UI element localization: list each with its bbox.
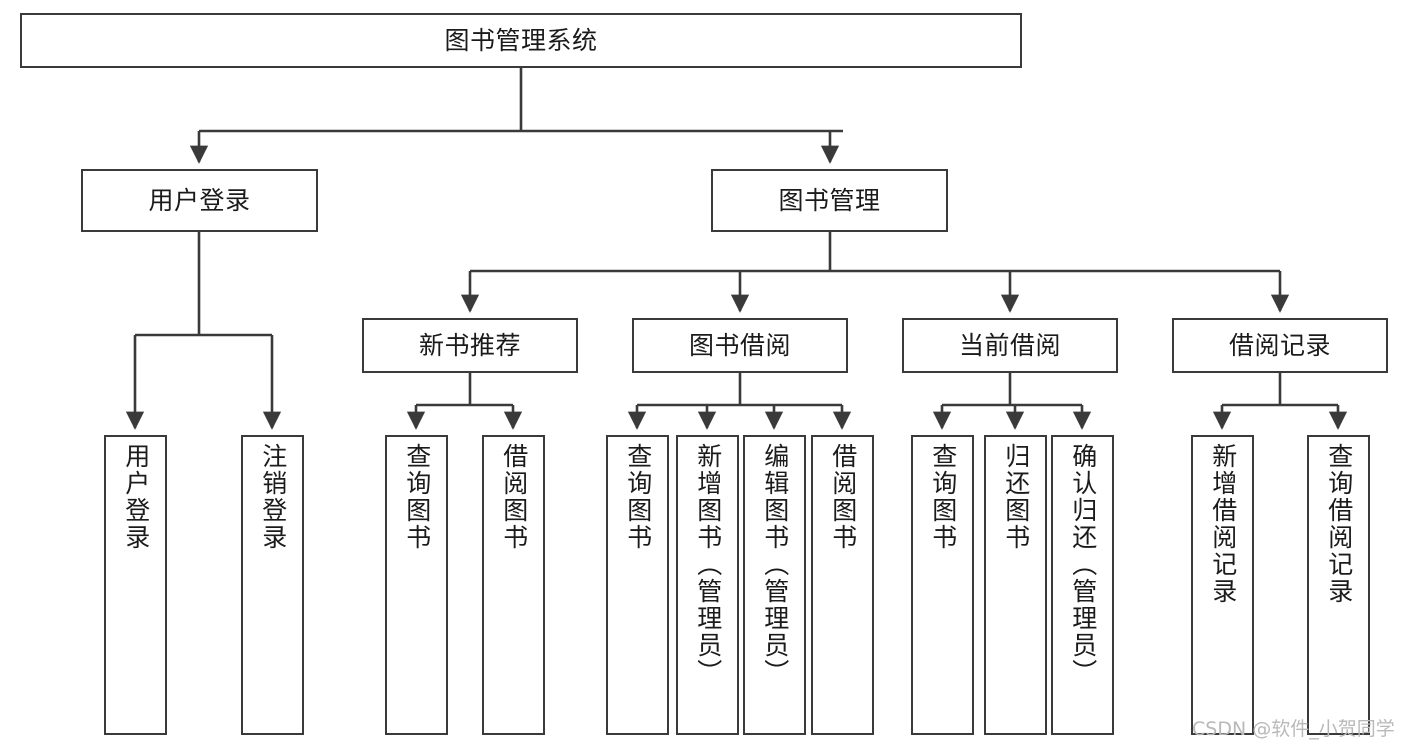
node-leaf-return-book[interactable]: 归还图书: [984, 435, 1047, 735]
node-leaf-borrow-book-1[interactable]: 借阅图书: [482, 435, 545, 735]
node-current-borrow-label: 当前借阅: [958, 331, 1061, 360]
node-leaf-query-book-1-label: 查询图书: [402, 443, 432, 551]
node-new-book-recommend[interactable]: 新书推荐: [362, 318, 578, 373]
node-leaf-return-book-label: 归还图书: [1001, 443, 1031, 551]
node-book-borrow-label: 图书借阅: [688, 331, 791, 360]
node-book-borrow[interactable]: 图书借阅: [632, 318, 848, 373]
node-leaf-query-borrow-record-label: 查询借阅记录: [1324, 443, 1354, 605]
node-leaf-edit-book-admin[interactable]: 编辑图书（管理员）: [743, 435, 806, 735]
node-leaf-query-book-2-label: 查询图书: [623, 443, 653, 551]
node-new-book-recommend-label: 新书推荐: [418, 331, 521, 360]
node-leaf-add-borrow-record[interactable]: 新增借阅记录: [1191, 435, 1254, 735]
node-leaf-borrow-book-1-label: 借阅图书: [499, 443, 529, 551]
node-leaf-borrow-book-2[interactable]: 借阅图书: [811, 435, 874, 735]
csdn-watermark: CSDN @软件_小贺同学: [1192, 718, 1395, 740]
node-root-label: 图书管理系统: [444, 26, 598, 55]
node-user-login-label: 用户登录: [148, 186, 251, 215]
node-leaf-borrow-book-2-label: 借阅图书: [828, 443, 858, 551]
node-leaf-edit-book-admin-label: 编辑图书（管理员）: [760, 443, 790, 686]
node-leaf-add-book-admin[interactable]: 新增图书（管理员）: [676, 435, 739, 735]
node-root[interactable]: 图书管理系统: [20, 13, 1022, 68]
node-user-login[interactable]: 用户登录: [81, 169, 318, 232]
node-borrow-record[interactable]: 借阅记录: [1172, 318, 1388, 373]
node-leaf-user-login[interactable]: 用户登录: [104, 435, 167, 735]
node-leaf-add-book-admin-label: 新增图书（管理员）: [693, 443, 723, 686]
node-leaf-confirm-return-admin[interactable]: 确认归还（管理员）: [1051, 435, 1114, 735]
node-leaf-query-book-3-label: 查询图书: [928, 443, 958, 551]
node-leaf-user-login-label: 用户登录: [121, 443, 151, 551]
node-current-borrow[interactable]: 当前借阅: [902, 318, 1118, 373]
node-leaf-query-book-1[interactable]: 查询图书: [385, 435, 448, 735]
node-leaf-add-borrow-record-label: 新增借阅记录: [1208, 443, 1238, 605]
node-book-manage-label: 图书管理: [778, 186, 881, 215]
node-book-manage[interactable]: 图书管理: [711, 169, 948, 232]
node-leaf-query-borrow-record[interactable]: 查询借阅记录: [1307, 435, 1370, 735]
node-leaf-query-book-2[interactable]: 查询图书: [606, 435, 669, 735]
node-leaf-confirm-return-admin-label: 确认归还（管理员）: [1068, 443, 1098, 686]
node-leaf-query-book-3[interactable]: 查询图书: [911, 435, 974, 735]
node-leaf-user-logout[interactable]: 注销登录: [241, 435, 304, 735]
node-borrow-record-label: 借阅记录: [1228, 331, 1331, 360]
node-leaf-user-logout-label: 注销登录: [258, 443, 288, 551]
